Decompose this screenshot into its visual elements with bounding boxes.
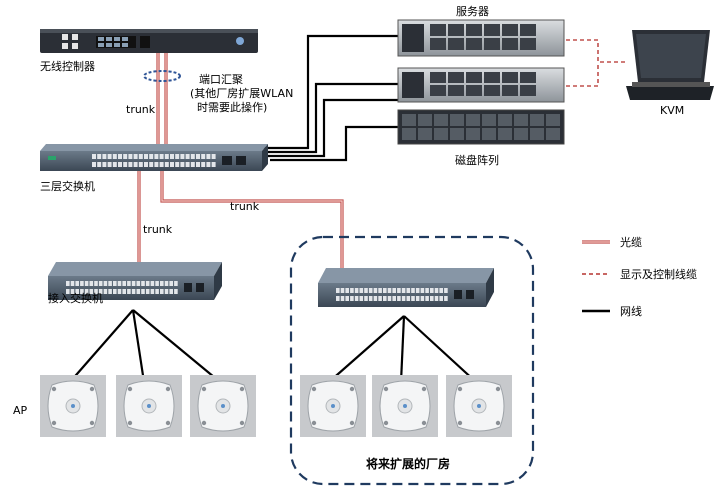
ethernet-future-aps (328, 315, 477, 383)
access-switch-label: 接入交换机 (48, 292, 103, 305)
rack-server-icon (397, 19, 565, 57)
access-switch-icon (48, 262, 222, 300)
disk-array-icon (397, 109, 565, 145)
ethernet-access-aps (69, 309, 221, 383)
future-plant-label: 将来扩展的厂房 (366, 457, 451, 471)
port-aggregation-label-2: (其他厂房扩展WLAN (190, 87, 294, 100)
legend-fiber-label: 光缆 (620, 236, 642, 249)
legend-ethernet-label: 网线 (620, 305, 642, 318)
kvm-label: KVM (660, 104, 685, 117)
core-switch-label: 三层交换机 (40, 180, 95, 193)
access-point-icon (300, 375, 366, 437)
servers-label: 服务器 (456, 5, 489, 18)
access-point-icon (190, 375, 256, 437)
port-aggregation-label-3: 时需要此操作) (197, 101, 268, 114)
display-control-servers-kvm (566, 39, 628, 87)
port-aggregation-marker (143, 70, 181, 82)
access-point-icon (446, 375, 512, 437)
legend-swatches (582, 240, 610, 313)
ap-label: AP (13, 404, 28, 417)
layer3-switch-icon (40, 144, 268, 171)
access-point-icon (372, 375, 438, 437)
future-plant-boundary (289, 235, 535, 486)
ethernet-core-servers (262, 34, 398, 162)
legend: 光缆 显示及控制线缆 网线 (582, 232, 712, 324)
kvm-laptop-icon (626, 30, 714, 100)
wireless-controller-icon (40, 29, 258, 53)
rack-server-icon-2 (397, 67, 565, 103)
port-aggregation-label-1: 端口汇聚 (199, 73, 243, 86)
future-access-switch-icon (318, 268, 494, 307)
wlc-label: 无线控制器 (40, 60, 95, 73)
trunk-label-core-future: trunk (230, 200, 260, 213)
fiber-wlc-core (156, 52, 168, 148)
fiber-core-future (160, 168, 344, 268)
trunk-label-core-access: trunk (143, 223, 173, 236)
legend-display-control-label: 显示及控制线缆 (620, 268, 697, 281)
trunk-label-wlc-core: trunk (126, 103, 156, 116)
access-point-icon (116, 375, 182, 437)
access-point-icon (40, 375, 106, 437)
disk-array-label: 磁盘阵列 (455, 154, 499, 167)
